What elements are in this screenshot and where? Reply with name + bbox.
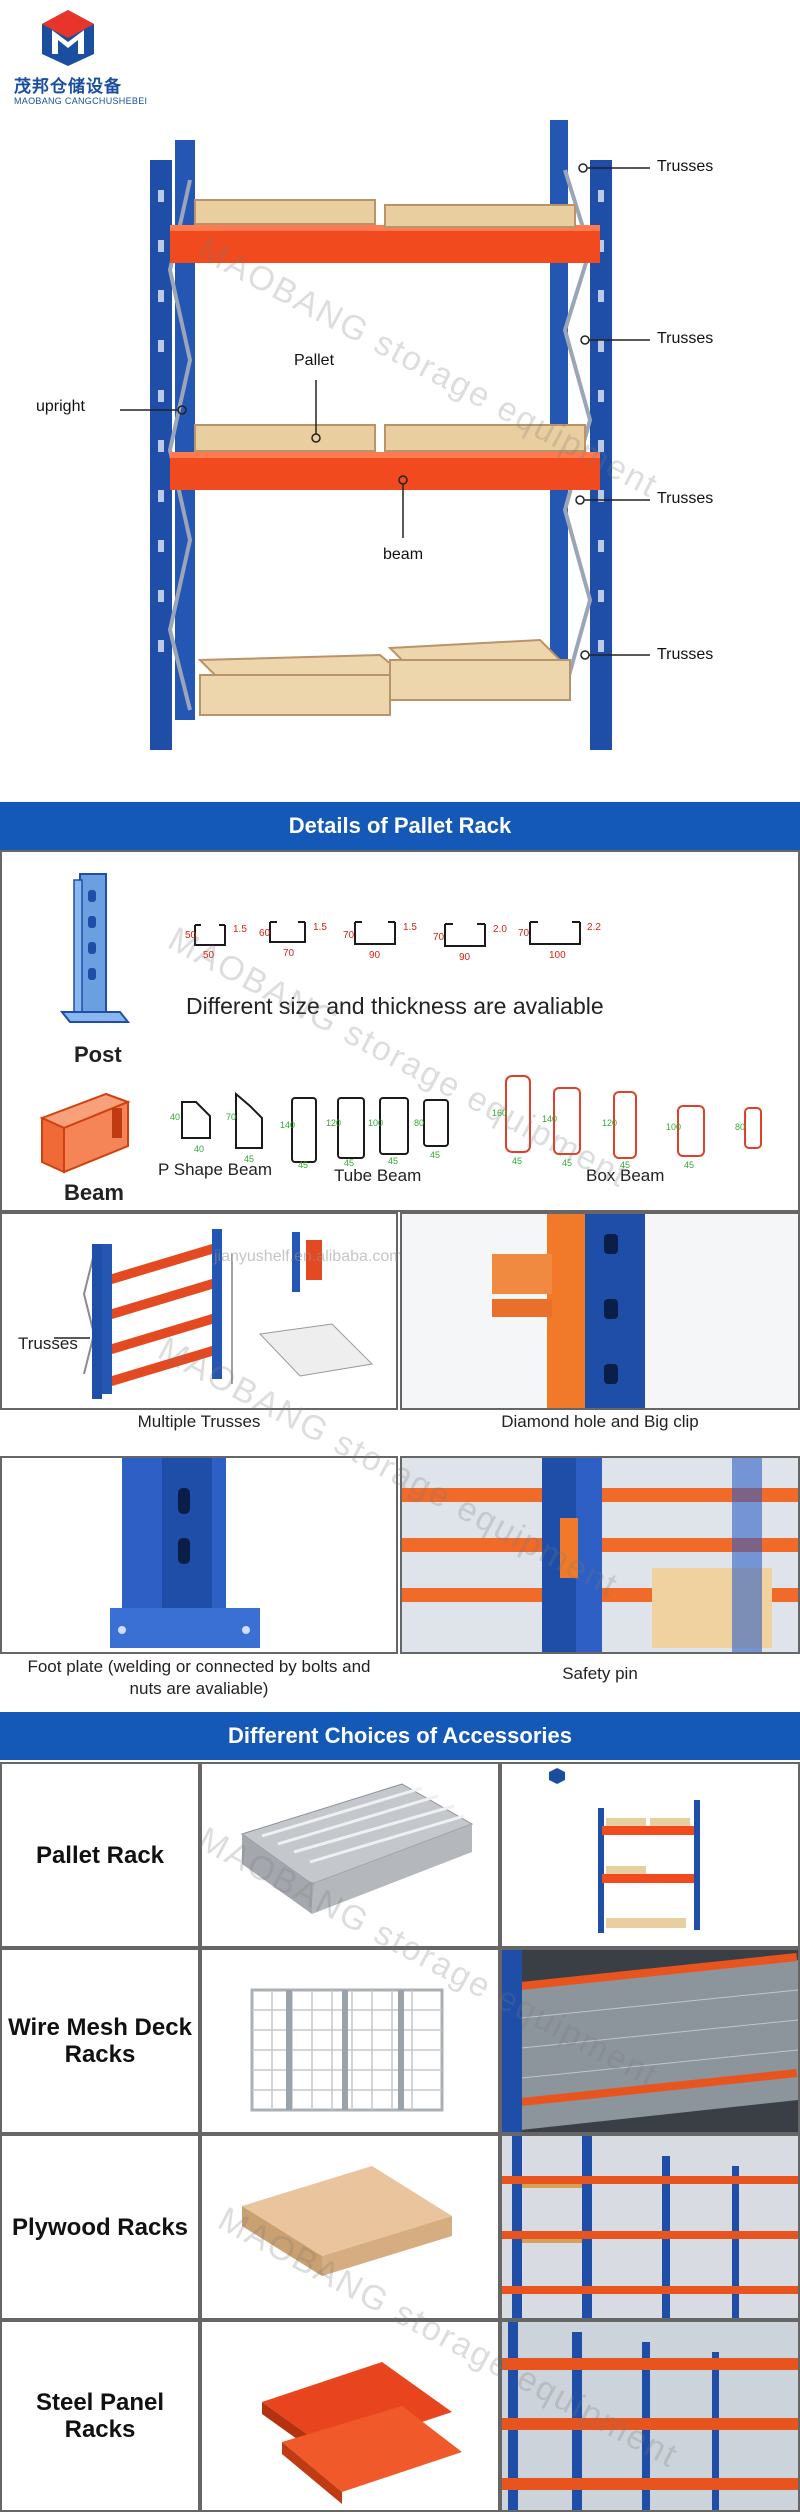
svg-text:90: 90 (459, 952, 471, 963)
svg-text:45: 45 (562, 1158, 572, 1168)
accessory-title-pallet-rack: Pallet Rack (0, 1762, 200, 1948)
pallet-rack-thumbnail (500, 1762, 800, 1948)
svg-text:45: 45 (298, 1160, 308, 1168)
accessory-title-wire-mesh: Wire Mesh Deck Racks (0, 1948, 200, 2134)
pallet-label: Pallet (294, 352, 335, 369)
beam-icon (36, 1088, 136, 1178)
tube-beam-label: Tube Beam (334, 1166, 422, 1185)
svg-text:45: 45 (512, 1156, 522, 1166)
details-heading: Details of Pallet Rack (0, 802, 800, 850)
svg-text:70: 70 (226, 1112, 236, 1122)
accessories-heading: Different Choices of Accessories (0, 1712, 800, 1760)
svg-text:140: 140 (542, 1114, 557, 1124)
svg-text:2.0: 2.0 (493, 924, 507, 935)
multiple-trusses-panel (0, 1212, 398, 1410)
svg-text:45: 45 (430, 1150, 440, 1160)
plywood-board-image (200, 2134, 500, 2320)
svg-text:2.2: 2.2 (587, 922, 601, 933)
wire-mesh-warehouse-photo (500, 1948, 800, 2134)
p-shape-beam-label: P Shape Beam (158, 1160, 273, 1179)
logo-icon (38, 8, 98, 68)
svg-text:140: 140 (280, 1120, 295, 1130)
diamond-hole-panel (400, 1212, 800, 1410)
svg-text:90: 90 (369, 950, 381, 961)
svg-text:1.5: 1.5 (403, 922, 417, 933)
svg-text:45: 45 (344, 1158, 354, 1168)
svg-text:1.5: 1.5 (233, 924, 247, 935)
accessory-title-plywood: Plywood Racks (0, 2134, 200, 2320)
trusses-label-1: Trusses (657, 158, 714, 175)
svg-text:50: 50 (185, 930, 197, 941)
trusses-label-4: Trusses (657, 646, 714, 663)
safety-pin-panel (400, 1456, 800, 1654)
upright-label: upright (36, 398, 85, 415)
steel-pallet-image (200, 1762, 500, 1948)
svg-text:100: 100 (666, 1122, 681, 1132)
diamond-hole-caption: Diamond hole and Big clip (501, 1412, 699, 1431)
logo-chinese-text: 茂邦仓储设备 (14, 77, 122, 97)
post-caption: Different size and thickness are avaliab… (186, 993, 604, 1019)
trusses-callout: Trusses (18, 1334, 78, 1353)
svg-text:80: 80 (414, 1118, 424, 1128)
trusses-label-3: Trusses (657, 490, 714, 507)
steel-panel-image (200, 2320, 500, 2512)
svg-text:70: 70 (518, 928, 530, 939)
svg-text:50: 50 (203, 950, 215, 961)
svg-text:100: 100 (368, 1118, 383, 1128)
foot-plate-panel (0, 1456, 398, 1654)
foot-plate-caption: Foot plate (welding or connected by bolt… (27, 1657, 371, 1698)
box-beam-label: Box Beam (586, 1166, 665, 1185)
pallet-rack-illustration (120, 100, 660, 750)
svg-text:160: 160 (492, 1108, 507, 1118)
beam-label: beam (383, 546, 424, 563)
watermark: jianyushelf.en.alibaba.com (214, 1248, 403, 1265)
wire-mesh-deck-image (200, 1948, 500, 2134)
post-profile-sections: 50 1.5 50 70 1.5 60 90 1.5 70 90 2.0 70 … (185, 910, 625, 970)
svg-text:45: 45 (620, 1160, 630, 1168)
accessory-title-steel-panel: Steel Panel Racks (0, 2320, 200, 2512)
beam-label: Beam (64, 1180, 124, 1205)
svg-text:1.5: 1.5 (313, 922, 327, 933)
steel-panel-warehouse-photo (500, 2320, 800, 2512)
svg-text:120: 120 (602, 1118, 617, 1128)
svg-text:45: 45 (244, 1154, 254, 1164)
svg-text:70: 70 (283, 948, 295, 959)
svg-text:100: 100 (549, 950, 566, 961)
post-label: Post (74, 1042, 122, 1067)
svg-text:70: 70 (433, 932, 445, 943)
safety-pin-caption: Safety pin (562, 1664, 638, 1683)
svg-text:80: 80 (735, 1122, 745, 1132)
trusses-label-2: Trusses (657, 330, 714, 347)
svg-text:40: 40 (194, 1144, 204, 1154)
plywood-warehouse-photo (500, 2134, 800, 2320)
svg-text:70: 70 (343, 930, 355, 941)
post-icon (60, 872, 130, 1032)
svg-text:45: 45 (684, 1160, 694, 1168)
logo-english-text: MAOBANG CANGCHUSHEBEI (14, 96, 148, 106)
details-panel (0, 850, 800, 1212)
svg-text:120: 120 (326, 1118, 341, 1128)
svg-text:40: 40 (170, 1112, 180, 1122)
multiple-trusses-caption: Multiple Trusses (137, 1412, 261, 1431)
beam-profile-sections: 40 70 140 120 100 80 160 140 120 100 80 40 45 4… (170, 1068, 790, 1168)
svg-text:45: 45 (388, 1156, 398, 1166)
svg-text:60: 60 (259, 928, 271, 939)
